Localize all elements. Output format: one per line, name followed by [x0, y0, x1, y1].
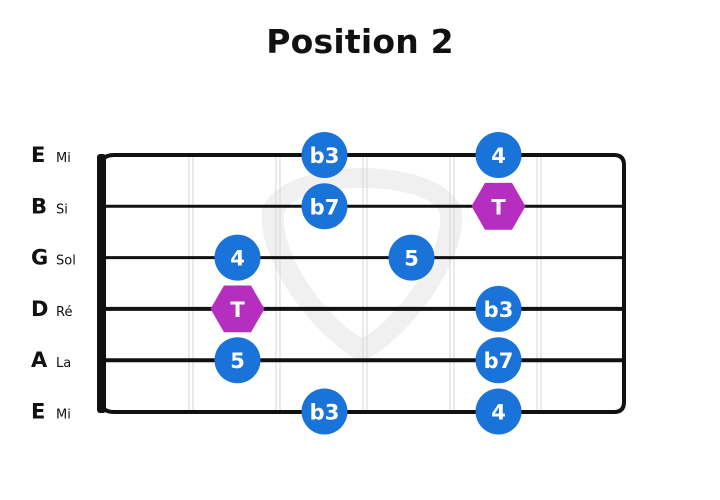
string-letter: D — [31, 297, 48, 321]
note-label: T — [491, 195, 506, 219]
string-letter: B — [31, 194, 47, 218]
hexagon-marker — [471, 182, 526, 230]
string-name: Mi — [56, 408, 71, 423]
circle-marker — [301, 132, 348, 178]
string-name: Ré — [56, 305, 72, 320]
scale-note: 5 — [214, 337, 261, 384]
circle-marker — [388, 234, 435, 281]
circle-marker — [301, 388, 348, 435]
diagram-title: Position 2 — [266, 22, 454, 61]
scale-note: 4 — [475, 132, 522, 178]
note-label: T — [230, 298, 245, 322]
scale-note: 4 — [214, 234, 261, 281]
scale-note: b3 — [301, 388, 348, 435]
note-label: 5 — [230, 349, 245, 373]
note-label: 4 — [491, 144, 506, 168]
tonic-note: T — [471, 182, 526, 230]
fret-lines — [188, 157, 542, 412]
note-label: 5 — [404, 247, 419, 271]
scale-note: 5 — [388, 234, 435, 281]
circle-marker — [214, 234, 261, 281]
scale-note: b3 — [475, 285, 522, 332]
note-label: b3 — [484, 298, 514, 322]
circle-marker — [475, 337, 522, 384]
string-name: Mi — [56, 151, 71, 166]
circle-marker — [475, 132, 522, 178]
nut — [97, 154, 106, 413]
string-letter: E — [31, 143, 45, 167]
scale-note: b3 — [301, 132, 348, 178]
circle-marker — [301, 183, 348, 230]
string-letter: E — [31, 400, 45, 424]
note-label: b3 — [310, 144, 340, 168]
string-name: Sol — [56, 254, 76, 269]
tonic-note: T — [210, 285, 265, 333]
note-label: b7 — [484, 349, 514, 373]
note-label: b3 — [310, 401, 340, 425]
string-name: Si — [56, 202, 68, 217]
note-label: b7 — [310, 195, 340, 219]
circle-marker — [214, 337, 261, 384]
circle-marker — [475, 285, 522, 332]
scale-note: b7 — [475, 337, 522, 384]
fretboard-outline — [98, 153, 626, 414]
scale-note: b7 — [301, 183, 348, 230]
string-letter: A — [31, 348, 48, 372]
note-label: 4 — [491, 401, 506, 425]
circle-marker — [475, 388, 522, 435]
guitar-strings — [100, 204, 624, 363]
hexagon-marker — [210, 285, 265, 333]
note-label: 4 — [230, 247, 245, 271]
watermark-logo — [261, 168, 463, 362]
scale-note: 4 — [475, 388, 522, 435]
string-name: La — [56, 356, 71, 371]
string-letter: G — [31, 246, 48, 270]
